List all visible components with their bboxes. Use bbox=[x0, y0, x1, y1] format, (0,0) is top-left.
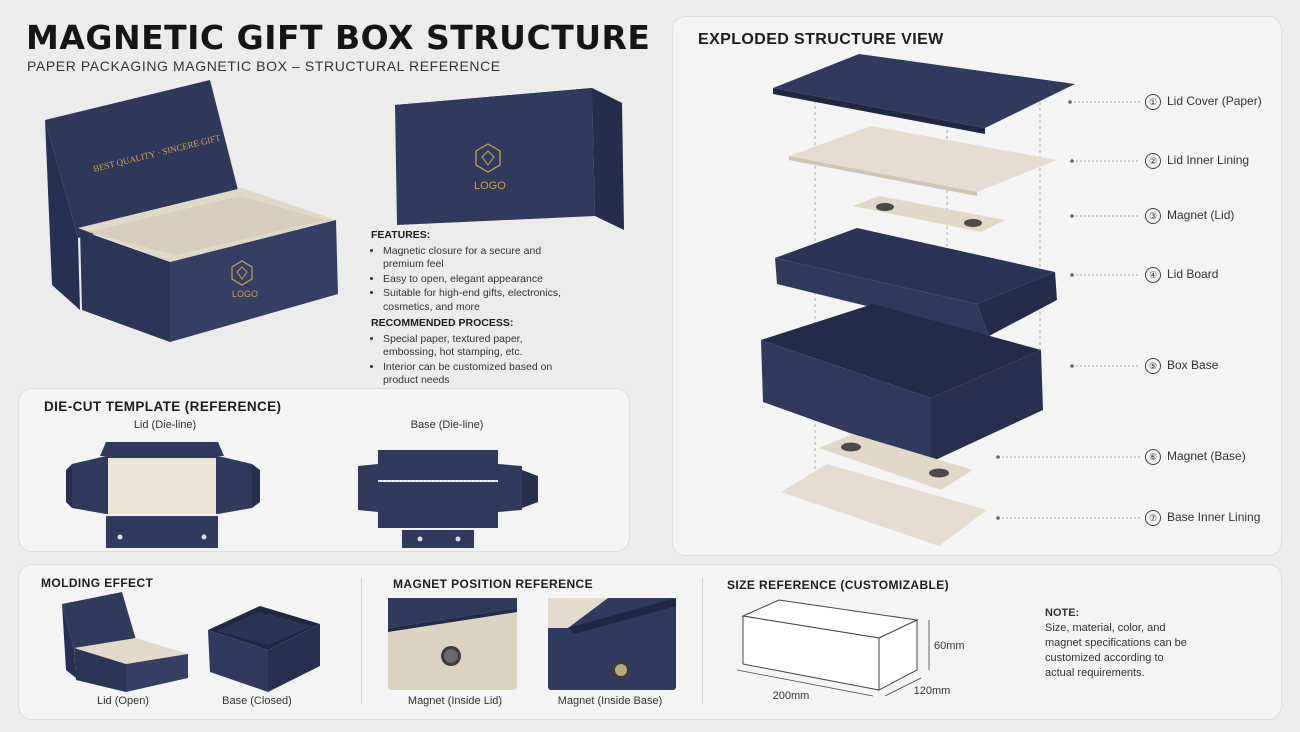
part-label: Lid Cover (Paper) bbox=[1167, 94, 1262, 109]
die-cut-title: DIE-CUT TEMPLATE (REFERENCE) bbox=[44, 399, 282, 414]
magnet-inside-lid-label: Magnet (Inside Lid) bbox=[407, 695, 503, 707]
part-label-lid-cover: ① Lid Cover (Paper) bbox=[1145, 94, 1262, 110]
lid-dieline-label: Lid (Die-line) bbox=[133, 419, 197, 431]
base-dieline-label: Base (Die-line) bbox=[410, 419, 484, 431]
closed-logo-icon bbox=[475, 143, 501, 173]
lid-board-part bbox=[775, 228, 1055, 304]
molding-title: MOLDING EFFECT bbox=[41, 576, 154, 590]
lid-cover-part bbox=[773, 54, 1075, 128]
part-number: ⑦ bbox=[1145, 510, 1161, 526]
divider bbox=[702, 578, 703, 704]
hero-logo-icon bbox=[231, 260, 253, 286]
size-width: 120mm bbox=[913, 685, 951, 697]
size-height: 60mm bbox=[934, 640, 965, 652]
magnet-inside-base-label: Magnet (Inside Base) bbox=[557, 695, 663, 707]
part-number: ③ bbox=[1145, 208, 1161, 224]
part-number: ① bbox=[1145, 94, 1161, 110]
part-label: Box Base bbox=[1167, 358, 1219, 373]
part-label-magnet-base: ⑥ Magnet (Base) bbox=[1145, 449, 1246, 465]
base-dieline bbox=[358, 450, 538, 548]
hero-closed-box: LOGO bbox=[395, 88, 624, 230]
magnet-inside-lid-photo bbox=[388, 598, 517, 690]
part-label: Magnet (Lid) bbox=[1167, 208, 1235, 223]
features-block: FEATURES: Magnetic closure for a secure … bbox=[371, 229, 571, 391]
box-base-part bbox=[761, 304, 1041, 398]
part-label: Magnet (Base) bbox=[1167, 449, 1246, 464]
exploded-title: EXPLODED STRUCTURE VIEW bbox=[698, 31, 944, 48]
part-label-magnet-lid: ③ Magnet (Lid) bbox=[1145, 208, 1234, 224]
exploded-diagram bbox=[761, 54, 1075, 546]
lid-inner-lining-part bbox=[789, 126, 1057, 192]
part-label: Lid Board bbox=[1167, 267, 1219, 282]
size-length: 200mm bbox=[772, 690, 810, 702]
hero-logo-text: LOGO bbox=[232, 289, 258, 299]
part-label: Lid Inner Lining bbox=[1167, 153, 1250, 168]
part-label-lid-inner-lining: ② Lid Inner Lining bbox=[1145, 153, 1249, 169]
process-item: Interior can be customized based on prod… bbox=[383, 361, 571, 388]
molding-lid-open bbox=[62, 592, 188, 692]
process-item: Special paper, textured paper, embossing… bbox=[383, 333, 571, 360]
molding-lid-open-label: Lid (Open) bbox=[97, 695, 149, 707]
part-number: ④ bbox=[1145, 267, 1161, 283]
part-label-box-base: ⑤ Box Base bbox=[1145, 358, 1218, 374]
note-heading: NOTE: bbox=[1045, 607, 1080, 619]
molding-base-closed bbox=[208, 606, 320, 692]
hero-open-box: BEST QUALITY · SINCERE GIFT LOGO bbox=[45, 80, 338, 342]
molding-base-closed-label: Base (Closed) bbox=[222, 695, 292, 707]
part-label: Base Inner Lining bbox=[1167, 510, 1261, 525]
magnet-lid-part bbox=[853, 196, 1005, 232]
lid-dieline bbox=[66, 442, 260, 548]
page-title: MAGNETIC GIFT BOX STRUCTURE bbox=[26, 18, 651, 57]
note-text: Size, material, color, and magnet specif… bbox=[1045, 622, 1187, 679]
part-number: ② bbox=[1145, 153, 1161, 169]
size-title: SIZE REFERENCE (CUSTOMIZABLE) bbox=[727, 578, 950, 592]
part-label-base-inner-lining: ⑦ Base Inner Lining bbox=[1145, 510, 1260, 526]
base-inner-lining-part bbox=[781, 464, 987, 546]
note-block: NOTE: Size, material, color, and magnet … bbox=[1045, 606, 1195, 681]
leader-lines bbox=[996, 100, 1140, 520]
magnet-position-title: MAGNET POSITION REFERENCE bbox=[393, 577, 594, 591]
part-label-lid-board: ④ Lid Board bbox=[1145, 267, 1218, 283]
divider bbox=[361, 578, 362, 704]
part-number: ⑤ bbox=[1145, 358, 1161, 374]
features-heading: FEATURES: bbox=[371, 229, 431, 241]
closed-logo-text: LOGO bbox=[474, 180, 506, 192]
part-number: ⑥ bbox=[1145, 449, 1161, 465]
page-subtitle: PAPER PACKAGING MAGNETIC BOX – STRUCTURA… bbox=[27, 58, 501, 74]
feature-item: Suitable for high-end gifts, electronics… bbox=[383, 287, 571, 314]
magnet-inside-base-photo bbox=[548, 598, 676, 690]
process-heading: RECOMMENDED PROCESS: bbox=[371, 317, 514, 329]
feature-item: Easy to open, elegant appearance bbox=[383, 273, 571, 287]
feature-item: Magnetic closure for a secure and premiu… bbox=[383, 245, 571, 272]
size-diagram bbox=[736, 599, 930, 697]
